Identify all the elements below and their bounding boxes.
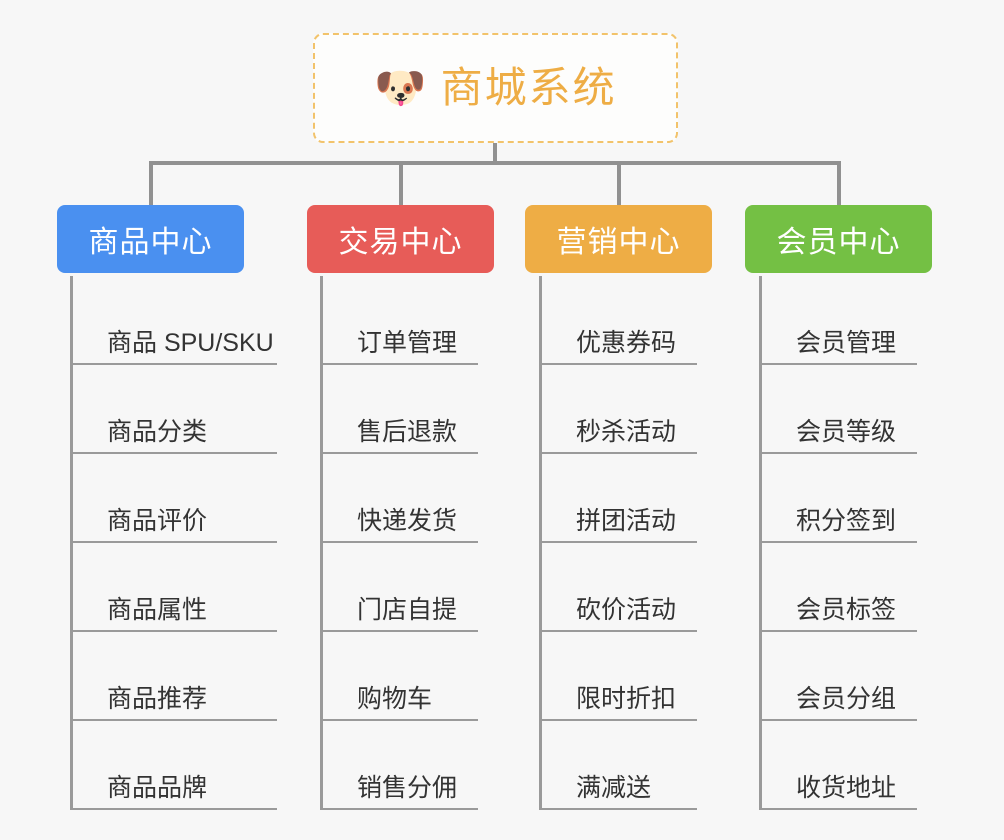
leaf-item[interactable]: 收货地址 (762, 721, 917, 810)
root-title: 商城系统 (440, 64, 617, 111)
leaf-item[interactable]: 订单管理 (323, 276, 478, 365)
leaf-item-label: 购物车 (357, 684, 433, 713)
leaf-item[interactable]: 商品 SPU/SKU (73, 276, 277, 365)
leaf-item-label: 会员标签 (796, 595, 897, 624)
category-header-marketing-center[interactable]: 营销中心 (525, 205, 712, 273)
leaf-item[interactable]: 满减送 (542, 721, 697, 810)
leaf-item-label: 门店自提 (357, 595, 458, 624)
leaf-item-label: 商品属性 (107, 595, 208, 624)
leaf-item-label: 优惠券码 (576, 328, 677, 357)
leaf-item-label: 商品推荐 (107, 684, 208, 713)
leaf-item[interactable]: 会员分组 (762, 632, 917, 721)
leaf-item[interactable]: 门店自提 (323, 543, 478, 632)
connector-drop-3 (617, 161, 621, 205)
connector-root-stem (493, 143, 497, 165)
leaf-item-label: 拼团活动 (576, 506, 677, 535)
leaf-item-label: 会员等级 (796, 417, 897, 446)
connector-drop-4 (837, 161, 841, 205)
leaf-item-label: 收货地址 (796, 773, 897, 802)
category-header-label: 会员中心 (776, 226, 901, 259)
leaf-column-marketing-center: 优惠券码 秒杀活动 拼团活动 砍价活动 限时折扣 满减送 (539, 276, 697, 810)
leaf-item[interactable]: 会员标签 (762, 543, 917, 632)
leaf-column-product-center: 商品 SPU/SKU 商品分类 商品评价 商品属性 商品推荐 商品品牌 (70, 276, 277, 810)
leaf-item[interactable]: 积分签到 (762, 454, 917, 543)
leaf-item-label: 商品 SPU/SKU (107, 328, 274, 357)
connector-drop-2 (399, 161, 403, 205)
leaf-column-trade-center: 订单管理 售后退款 快递发货 门店自提 购物车 销售分佣 (320, 276, 478, 810)
dog-face-icon: 🐶 (374, 64, 427, 111)
leaf-item-label: 售后退款 (357, 417, 458, 446)
leaf-item[interactable]: 商品品牌 (73, 721, 277, 810)
connector-bus (149, 161, 841, 165)
leaf-item[interactable]: 秒杀活动 (542, 365, 697, 454)
leaf-item-label: 满减送 (576, 773, 652, 802)
leaf-item-label: 订单管理 (357, 328, 458, 357)
leaf-item[interactable]: 快递发货 (323, 454, 478, 543)
leaf-item[interactable]: 商品推荐 (73, 632, 277, 721)
leaf-item-label: 商品分类 (107, 417, 208, 446)
category-header-label: 商品中心 (88, 226, 213, 259)
leaf-item[interactable]: 优惠券码 (542, 276, 697, 365)
leaf-item[interactable]: 会员等级 (762, 365, 917, 454)
leaf-item[interactable]: 商品评价 (73, 454, 277, 543)
leaf-item[interactable]: 售后退款 (323, 365, 478, 454)
leaf-item-label: 商品评价 (107, 506, 208, 535)
root-node[interactable]: 🐶 商城系统 (313, 33, 678, 143)
category-header-member-center[interactable]: 会员中心 (745, 205, 932, 273)
leaf-item[interactable]: 商品属性 (73, 543, 277, 632)
leaf-item-label: 限时折扣 (576, 684, 677, 713)
leaf-item[interactable]: 限时折扣 (542, 632, 697, 721)
leaf-item[interactable]: 砍价活动 (542, 543, 697, 632)
leaf-item-label: 快递发货 (357, 506, 458, 535)
leaf-item-label: 砍价活动 (576, 595, 677, 624)
leaf-item[interactable]: 购物车 (323, 632, 478, 721)
leaf-item-label: 积分签到 (796, 506, 897, 535)
category-header-label: 营销中心 (556, 226, 681, 259)
leaf-item[interactable]: 销售分佣 (323, 721, 478, 810)
leaf-item[interactable]: 拼团活动 (542, 454, 697, 543)
leaf-item[interactable]: 会员管理 (762, 276, 917, 365)
category-header-label: 交易中心 (338, 226, 463, 259)
leaf-item-label: 商品品牌 (107, 773, 208, 802)
connector-drop-1 (149, 161, 153, 205)
category-header-product-center[interactable]: 商品中心 (57, 205, 244, 273)
leaf-item-label: 秒杀活动 (576, 417, 677, 446)
leaf-item-label: 会员管理 (796, 328, 897, 357)
leaf-item-label: 会员分组 (796, 684, 897, 713)
category-header-trade-center[interactable]: 交易中心 (307, 205, 494, 273)
leaf-item-label: 销售分佣 (357, 773, 458, 802)
leaf-item[interactable]: 商品分类 (73, 365, 277, 454)
leaf-column-member-center: 会员管理 会员等级 积分签到 会员标签 会员分组 收货地址 (759, 276, 917, 810)
